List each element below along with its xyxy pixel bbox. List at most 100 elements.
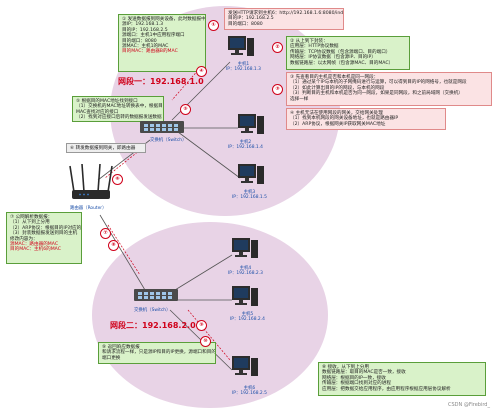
host4-ip: IP：192.168.2.3 xyxy=(228,271,263,276)
note2-line: 数据链路层：以太网帧（包含源MAC、目的MAC） xyxy=(290,60,394,66)
note9-line: ⑨ 返回响应数据报 xyxy=(102,345,140,350)
host3[interactable] xyxy=(236,162,266,194)
computer-icon xyxy=(238,164,264,184)
note1-line: 源MAC：主机1的MAC xyxy=(122,44,169,50)
host4-name: 主机4 xyxy=(239,266,252,271)
host6-ip: IP：192.168.2.5 xyxy=(232,391,267,396)
note-step-6: ⑥ 转发数据报到网关，即路由器 xyxy=(66,143,146,153)
link-switch2-host4 xyxy=(174,254,233,291)
host2-label: 主机2 IP：192.168.1.4 xyxy=(228,140,263,150)
host5-label: 主机5 IP：192.168.2.4 xyxy=(230,312,265,322)
note1-red-line: 目的MAC：路由器B的MAC xyxy=(122,49,178,55)
request-line-3: 目的端口：8080 xyxy=(228,21,263,27)
link-switch1-host3 xyxy=(177,131,241,179)
http-request-note: 发送HTTP请求到主机6：http://192.168.1.6:8080/ind… xyxy=(224,8,344,30)
note3-line: （3）判断目的主机和本机是否为同一网段，如果是同网段，和之前局域网（交换机） xyxy=(290,91,463,97)
note-step-3: ③ 先查看目的主机是否和本机是同一网段： （1）通过某个IP与本机的子网掩码进行… xyxy=(286,72,492,106)
note5-line: （2）找到对应接口后转的数据报发送数据 xyxy=(76,115,162,121)
note7-line: （3）封装数据报发送到目的主机 xyxy=(10,231,78,237)
computer-icon xyxy=(238,114,264,134)
computer-icon xyxy=(232,238,258,258)
step-marker-2: ② xyxy=(272,42,283,53)
note2-line: ② 从上到下封装： xyxy=(290,39,328,44)
step-marker-5: ⑤ xyxy=(180,104,191,115)
host5[interactable] xyxy=(230,284,260,316)
note-step-9: ⑨ 返回响应数据报 和请求流程一样，只是源IP和目的IP更换，源端口和目的 端口… xyxy=(98,342,216,364)
note1-line: ① 发送数据报到网关设备，此时数据报中： xyxy=(122,17,206,22)
note9-line: 和请求流程一样，只是源IP和目的IP更换，源端口和目的 xyxy=(102,350,216,356)
note3-line: （1）通过某个IP与本机的子网掩码进行与运算，可以得到目的IP的网络号，也就是网… xyxy=(290,80,467,86)
note8-line: 应用层：把数据交给应用程序，由应用程序根据应用层协议解析 xyxy=(322,386,451,392)
note2-line: 传输层：TCP协议数据（包含源端口、目的端口） xyxy=(290,49,391,55)
host1[interactable] xyxy=(226,34,256,66)
note7-red-line: 目的MAC：主机6的MAC xyxy=(10,247,61,253)
step-marker-3: ③ xyxy=(272,84,283,95)
note-step-7: ⑦ 公网解析数据报： （1）从下到上分用 （2）ARP协议：根据目的IP对应的M… xyxy=(6,212,82,264)
link-router-switch2 xyxy=(99,214,146,291)
switch-1-label: 交换机（Switch） xyxy=(150,138,187,143)
computer-icon xyxy=(232,286,258,306)
note6-line: ⑥ 转发数据报到网关，即路由器 xyxy=(70,146,136,151)
host2[interactable] xyxy=(236,112,266,144)
host6-name: 主机6 xyxy=(243,386,256,391)
note8-line: 网络层：根据目的IP一致，接收 xyxy=(322,375,386,381)
host1-label: 主机1 IP：192.168.1.3 xyxy=(226,62,261,72)
host3-ip: IP：192.168.1.5 xyxy=(232,195,267,200)
host4[interactable] xyxy=(230,236,260,268)
note1-line: 源端口：主机1中应用程序端口 xyxy=(122,33,185,39)
switch-2[interactable] xyxy=(134,286,178,304)
note1-line: 目的端口：8080 xyxy=(122,38,157,44)
host4-label: 主机4 IP：192.168.2.3 xyxy=(228,266,263,276)
host1-name: 主机1 xyxy=(237,62,250,67)
note9-line: 端口更换 xyxy=(102,355,121,361)
switch-1[interactable] xyxy=(140,118,184,136)
router-label: 路由器（Router） xyxy=(70,206,107,211)
host6-label: 主机6 IP：192.168.2.5 xyxy=(232,386,267,396)
note7-line: （2）ARP协议：根据目的IP对应的MAC xyxy=(10,225,82,231)
note3-line: （2）如此计算出目的IP的网段，与本机的网段 xyxy=(290,85,385,91)
note4-line: ④ 主机无法在使用网段的网关，交给网关处理 xyxy=(290,111,383,116)
switch-icon xyxy=(134,289,178,301)
note7-line: （1）从下到上分用 xyxy=(10,220,50,226)
host5-name: 主机5 xyxy=(241,312,254,317)
network-1-label: 网段一：192.168.1.0 xyxy=(118,77,204,86)
note5-line: ⑤ 根据目的MAC地址找到接口 xyxy=(76,99,138,104)
host2-ip: IP：192.168.1.4 xyxy=(228,145,263,150)
request-line-2: 目的IP：192.168.2.5 xyxy=(228,16,274,22)
host5-ip: IP：192.168.2.4 xyxy=(230,317,265,322)
host3-label: 主机3 IP：192.168.1.5 xyxy=(232,190,267,200)
network-2-label: 网段二：192.168.2.0 xyxy=(110,321,196,330)
host2-name: 主机2 xyxy=(239,140,252,145)
note5-line: （1）交换机的MAC地址转换表中，根据目的 xyxy=(76,104,164,110)
note7-line: 修改内容为： xyxy=(10,236,38,242)
note3-line: ③ 先查看目的主机是否和本机是同一网段： xyxy=(290,75,379,80)
request-line-1: 发送HTTP请求到主机6：http://192.168.1.6:8080/ind… xyxy=(228,11,344,16)
switch-2-label: 交换机（Switch） xyxy=(134,308,171,313)
note4-line: （1）找到本机网段的网关设备地址，也就是路由器IP xyxy=(290,116,399,122)
note8-line: 传输层：根据端口找到对应的进程 xyxy=(322,381,391,387)
computer-icon xyxy=(228,36,254,56)
note3-line: 选择一样 xyxy=(290,96,309,102)
note2-line: 网络层：IP协议数据（包含源IP、目的IP） xyxy=(290,55,376,61)
switch-icon xyxy=(140,121,184,133)
host6[interactable] xyxy=(230,354,260,386)
note5-line: MAC查找对应的接口 xyxy=(76,109,119,115)
note-step-5: ⑤ 根据目的MAC地址找到接口 （1）交换机的MAC地址转换表中，根据目的 MA… xyxy=(72,96,164,122)
router[interactable] xyxy=(66,162,116,204)
step-marker-7: ⑦ xyxy=(100,228,111,239)
note-step-2: ② 从上到下封装： 应用层：HTTP协议数据 传输层：TCP协议数据（包含源端口… xyxy=(286,36,410,70)
note2-line: 应用层：HTTP协议数据 xyxy=(290,44,339,50)
note1-line: 目的IP：192.168.2.5 xyxy=(122,27,168,33)
step-marker-9: ⑨ xyxy=(196,320,207,331)
note7-red-line: 源MAC：路由器的MAC xyxy=(10,242,59,248)
note4-line: （2）ARP协议，根据网关IP获取网关MAC地址 xyxy=(290,121,386,127)
host3-name: 主机3 xyxy=(243,190,256,195)
note-step-8: ⑧ 接收，从下到上分用 数据链路层：取目的MAC是否一致，接收 网络层：根据目的… xyxy=(318,362,486,396)
note8-line: ⑧ 接收，从下到上分用 xyxy=(322,365,369,370)
step-marker-1: ① xyxy=(208,20,219,31)
computer-icon xyxy=(232,356,258,376)
network-2-region xyxy=(92,222,328,408)
host1-ip: IP：192.168.1.3 xyxy=(226,67,261,72)
note8-line: 数据链路层：取目的MAC是否一致，接收 xyxy=(322,370,406,376)
note7-line: ⑦ 公网解析数据报： xyxy=(10,215,53,220)
